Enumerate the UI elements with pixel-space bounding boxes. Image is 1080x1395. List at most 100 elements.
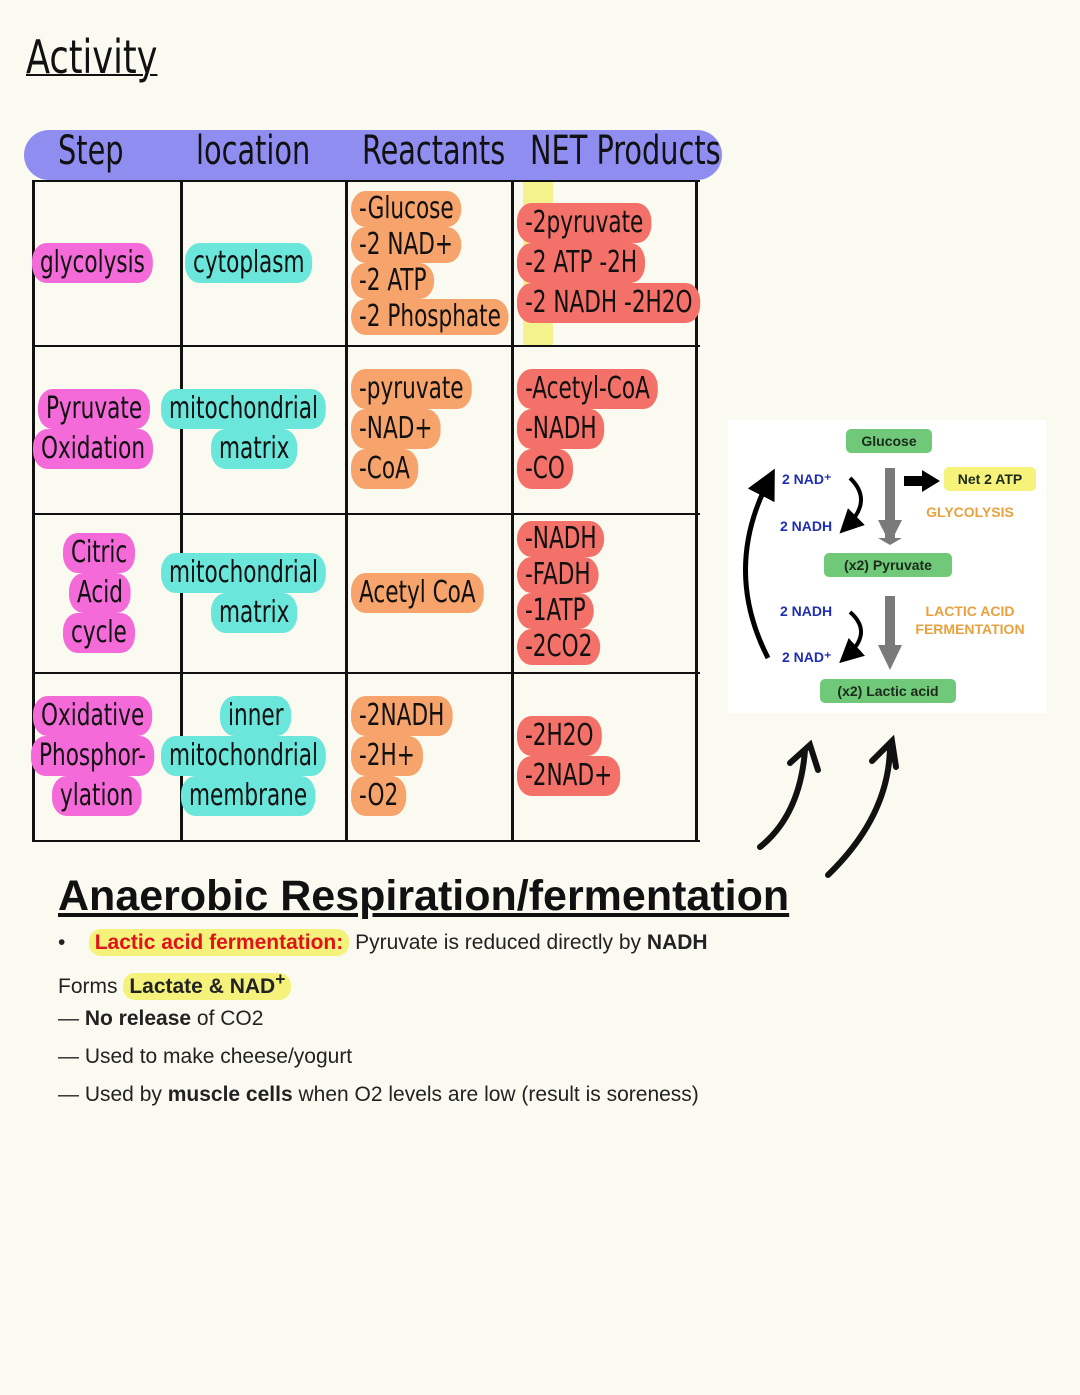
table-rule <box>32 672 700 674</box>
products-cell: -2H2O-2NAD+ <box>517 678 693 834</box>
products-text: -FADH <box>517 556 599 593</box>
products-text: -2NAD+ <box>517 756 621 796</box>
note-line-4: — Used to make cheese/yogurt <box>58 1045 353 1068</box>
net-atp-box: Net 2 ATP <box>944 467 1036 491</box>
dash: — <box>58 1007 85 1030</box>
note-text: — Used by <box>58 1083 168 1106</box>
products-cell: -Acetyl-CoA-NADH-CO <box>517 351 693 507</box>
note-text: Forms <box>58 975 124 998</box>
location-text: cytoplasm <box>184 242 313 283</box>
lactate-text: Lactate & NAD <box>129 975 276 998</box>
section-heading: Anaerobic Respiration/fermentation <box>58 872 790 920</box>
step-text: Phosphor- <box>31 736 155 776</box>
step-text: Oxidation <box>32 429 154 469</box>
lactic-label-line2: FERMENTATION <box>915 621 1025 637</box>
step-text: Acid <box>69 572 132 613</box>
step-text: glycolysis <box>32 242 154 283</box>
reactants-text: -O2 <box>351 776 407 816</box>
products-text: -2H2O <box>517 716 602 756</box>
table-rule <box>511 180 514 842</box>
note-bold: No release <box>84 1007 192 1030</box>
note-line-2: Forms Lactate & NAD+ <box>58 969 292 1000</box>
reactants-cell: -2NADH-2H+-O2 <box>351 678 509 834</box>
lactate-highlight: Lactate & NAD+ <box>123 969 292 1000</box>
reactants-text: -2 Phosphate <box>351 298 509 335</box>
plus-sup: + <box>275 969 286 989</box>
lactic-label-line1: LACTIC ACID <box>925 603 1015 619</box>
table-rule <box>32 180 35 842</box>
note-line-5: — Used by muscle cells when O2 levels ar… <box>58 1083 699 1107</box>
reactants-text: Acetyl CoA <box>351 572 484 613</box>
nad-label: 2 NAD⁺ <box>782 471 832 487</box>
step-text: Pyruvate <box>37 389 151 429</box>
note-text: of CO2 <box>191 1007 264 1030</box>
location-text: inner <box>219 696 292 736</box>
products-text: -2 NADH -2H2O <box>517 282 701 323</box>
products-cell: -2pyruvate-2 ATP -2H-2 NADH -2H2O <box>517 186 701 339</box>
nad-label-2: 2 NAD⁺ <box>782 649 832 665</box>
header-location: location <box>196 128 311 174</box>
step-text: ylation <box>52 776 142 816</box>
note-line-3: — No release of CO2 <box>58 1007 263 1031</box>
reactants-text: -CoA <box>351 449 418 489</box>
pyruvate-box: (x2) Pyruvate <box>824 553 952 577</box>
products-text: -1ATP <box>517 592 594 629</box>
products-text: -CO <box>517 449 573 489</box>
table-rule <box>695 180 698 842</box>
location-text: matrix <box>210 429 297 469</box>
lactic-acid-highlight: Lactic acid fermentation: <box>88 929 350 956</box>
location-text: membrane <box>180 776 315 816</box>
reactants-cell: -Glucose-2 NAD+-2 ATP-2 Phosphate <box>351 186 509 339</box>
step-text: Oxidative <box>33 696 153 736</box>
bullet: • <box>58 931 66 954</box>
location-cell: cytoplasm <box>184 186 343 339</box>
table-rule <box>32 513 700 515</box>
step-text: cycle <box>63 612 135 653</box>
reactants-text: -2H+ <box>351 736 423 776</box>
reactants-text: -NAD+ <box>351 409 441 449</box>
reactants-text: -Glucose <box>351 190 462 227</box>
products-text: -2CO2 <box>517 628 601 665</box>
products-text: -NADH <box>517 409 605 449</box>
table-rule <box>32 840 700 842</box>
table-rule <box>32 345 700 347</box>
header-highlight <box>24 130 722 180</box>
reactants-text: -2NADH <box>351 696 453 736</box>
hand-drawn-arrows <box>757 735 899 878</box>
table-rule <box>180 180 183 842</box>
products-text: -Acetyl-CoA <box>517 369 658 409</box>
reactants-cell: -pyruvate-NAD+-CoA <box>351 351 509 507</box>
note-text: Pyruvate is reduced directly by <box>349 931 647 954</box>
note-line-1: • Lactic acid fermentation: Pyruvate is … <box>58 929 708 956</box>
page-title: Activity <box>26 30 158 84</box>
nadh-label-2: 2 NADH <box>780 603 833 619</box>
nadh-label: 2 NADH <box>780 518 833 534</box>
note-text: when O2 levels are low (result is sorene… <box>292 1083 699 1106</box>
glycolysis-label: GLYCOLYSIS <box>926 504 1014 520</box>
lactic-acid-box: (x2) Lactic acid <box>820 679 956 703</box>
products-text: -2 ATP -2H <box>517 242 646 283</box>
activity-table: glycolysis cytoplasm -Glucose-2 NAD+-2 ATP… <box>31 180 701 842</box>
products-text: -2pyruvate <box>517 202 652 243</box>
reactants-text: -2 ATP <box>351 262 435 299</box>
lactic-fermentation-diagram: Glucose 2 NAD⁺ 2 NADH Net 2 ATP GLYCOLYS… <box>728 420 1046 713</box>
note-bold: NADH <box>646 931 708 954</box>
location-text: matrix <box>210 592 297 633</box>
diagram-arrows <box>743 468 940 670</box>
reactants-text: -pyruvate <box>351 369 472 409</box>
step-cell: glycolysis <box>32 186 178 339</box>
header-reactants: Reactants <box>362 128 506 174</box>
location-text: mitochondrial <box>161 552 327 593</box>
lactic-label: LACTIC ACID FERMENTATION <box>904 602 1036 638</box>
location-text: mitochondrial <box>161 736 327 776</box>
location-text: mitochondrial <box>161 389 327 429</box>
step-text: Citric <box>62 532 136 573</box>
header-products: NET Products <box>530 128 721 174</box>
